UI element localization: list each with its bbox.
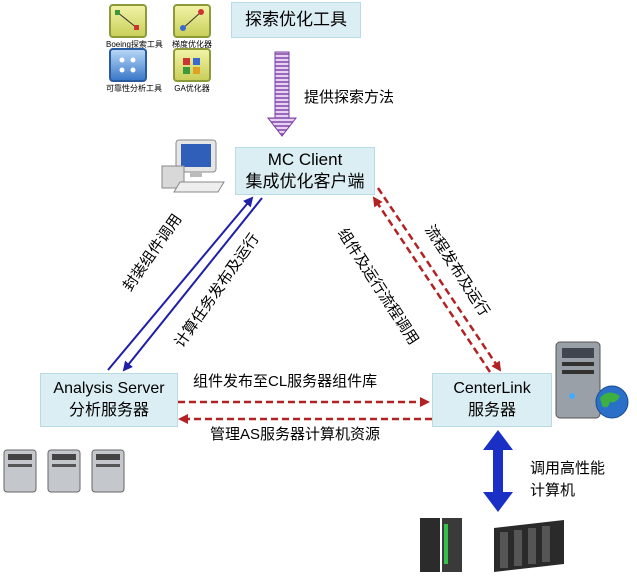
ga-optimizer-icon — [173, 48, 211, 82]
mc-client-box: MC Client 集成优化客户端 — [235, 147, 375, 195]
call-hpc-arrow — [483, 430, 513, 512]
analysis-server-subtitle: 分析服务器 — [68, 402, 149, 419]
boeing-tool-label: Boeing探索工具 — [106, 40, 163, 49]
reliability-analysis-icon — [109, 48, 147, 82]
gradient-optimizer-icon — [173, 4, 211, 38]
analysis-server-box: Analysis Server 分析服务器 — [40, 373, 178, 427]
centerlink-title: CenterLink — [453, 380, 531, 397]
call-hpc-label: 调用高性能 计算机 — [530, 458, 605, 502]
centerlink-subtitle: 服务器 — [467, 402, 516, 419]
call-hpc-line1: 调用高性能 — [530, 460, 606, 477]
boeing-explore-icon — [109, 4, 147, 38]
explore-tool-box: 探索优化工具 — [231, 2, 361, 38]
publish-to-cl-label: 组件发布至CL服务器组件库 — [193, 373, 378, 390]
web-server-icon — [555, 341, 629, 419]
manage-as-label: 管理AS服务器计算机资源 — [210, 426, 381, 443]
ga-tool-label: GA优化器 — [174, 84, 210, 93]
mc-client-title: MC Client — [267, 150, 343, 169]
hpc-cluster-icon — [420, 518, 564, 572]
explore-tool-label: 探索优化工具 — [245, 10, 347, 29]
ga-tool: GA优化器 — [170, 48, 214, 93]
analysis-server-title: Analysis Server — [53, 380, 165, 397]
flow-publish-arrow — [376, 187, 502, 372]
centerlink-box: CenterLink 服务器 — [432, 373, 552, 427]
call-hpc-line2: 计算机 — [530, 482, 576, 499]
compute-task-arrow — [122, 197, 263, 372]
gradient-tool-label: 梯度优化器 — [172, 40, 212, 49]
mc-client-subtitle: 集成优化客户端 — [245, 172, 365, 191]
gradient-tool: 梯度优化器 — [170, 4, 214, 49]
desktop-computer-icon — [161, 139, 225, 193]
provide-method-arrow — [266, 51, 298, 137]
reliability-tool-label: 可靠性分析工具 — [106, 84, 162, 93]
provide-method-label: 提供探索方法 — [304, 89, 395, 106]
reliability-tool: 可靠性分析工具 — [106, 48, 162, 93]
component-flow-arrow — [372, 196, 492, 373]
analysis-servers-icon — [3, 449, 125, 493]
wrap-component-arrow — [107, 196, 254, 371]
boeing-tool: Boeing探索工具 — [106, 4, 163, 49]
